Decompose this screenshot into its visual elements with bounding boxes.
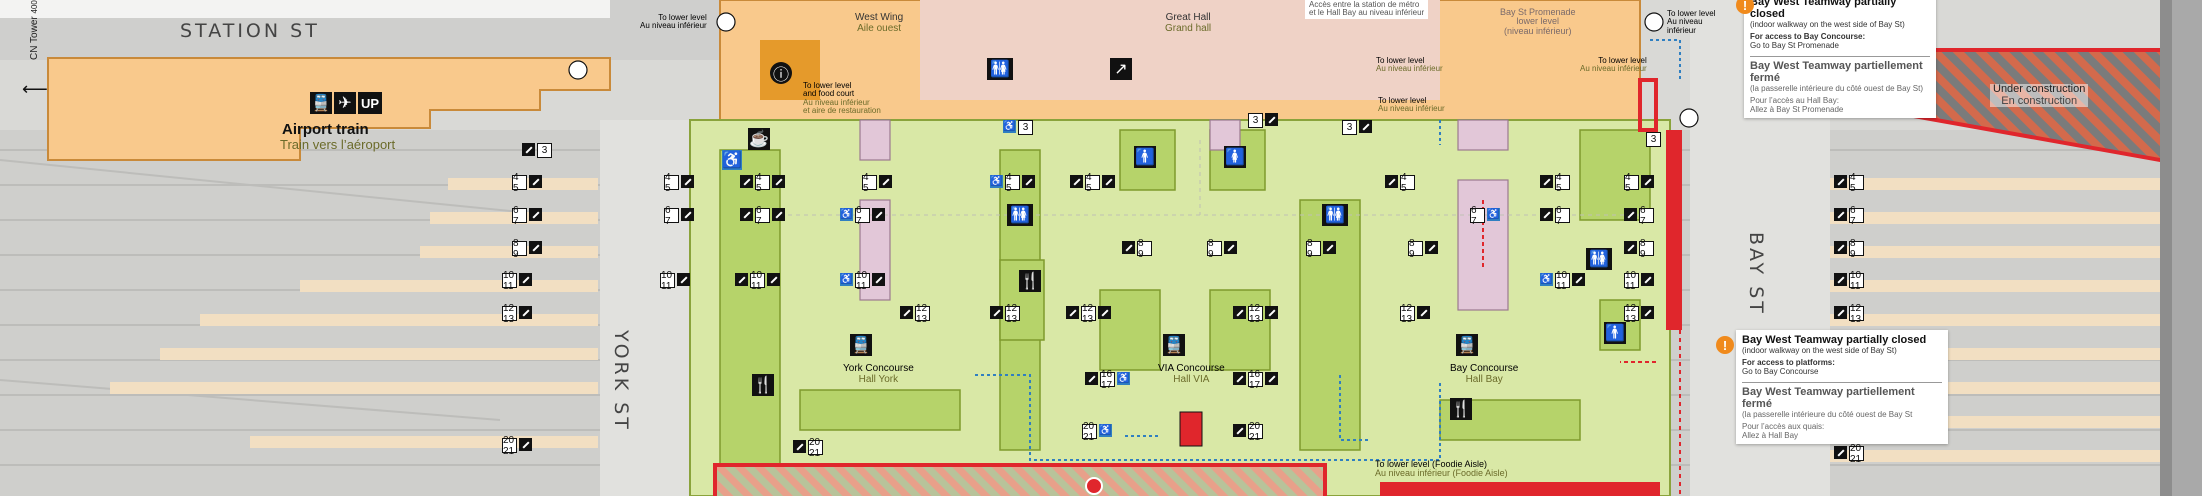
track-pill-10-11: ♿10 11: [840, 270, 885, 292]
track-pill-12-13: 12 13: [990, 303, 1020, 325]
track-pill-8-9: 8 9: [1624, 238, 1654, 260]
track-pill-20-21: 20 21: [793, 437, 823, 459]
airport-train-title: Airport train: [282, 121, 369, 138]
track-pill-16-17: 16 17: [1233, 369, 1278, 391]
bay-street-label: BAY ST: [1745, 232, 1767, 316]
track-pill-4-5: 4 5: [1624, 172, 1654, 194]
track-pill-4-5: 4 5: [862, 172, 892, 194]
notice-teamway-bottom: Bay West Teamway partially closed (indoo…: [1736, 330, 1948, 444]
track-pill-8-9: 8 9: [1207, 238, 1237, 260]
track-pill-20-21: 20 21: [1233, 421, 1263, 443]
track-pill-3: 3: [522, 143, 552, 158]
airport-train-subtitle: Train vers l’aéroport: [280, 137, 396, 152]
track-pill-8-9: 8 9: [1306, 238, 1336, 260]
track-pill-12-13: 12 13: [900, 303, 930, 325]
plane-icon: ✈: [334, 92, 356, 114]
track-pill-6-7: 6 7: [1624, 205, 1654, 227]
track-pill-6-7: 6 7: [740, 205, 785, 227]
track-pill-4-5: 4 5: [1834, 172, 1864, 194]
track-pill-20-21: 20 21: [1834, 443, 1864, 465]
track-pill-4-5: 4 5: [1540, 172, 1570, 194]
track-pill-3: 3: [1646, 132, 1661, 147]
washroom-icon: 🚻: [1586, 248, 1612, 270]
coffee-icon: ☕: [748, 128, 770, 150]
train-icon: 🚆: [1456, 334, 1478, 356]
track-pill-12-13: 12 13: [1233, 303, 1278, 325]
track-pill-3: ♿3: [1003, 120, 1033, 135]
warning-icon: !: [1716, 336, 1734, 354]
track-pill-8-9: 8 9: [1408, 238, 1438, 260]
track-pill-6-7: 6 7: [1834, 205, 1864, 227]
track-pill-4-5: 4 5: [664, 172, 694, 194]
track-pill-20-21: 20 21: [502, 435, 532, 457]
track-pill-10-11: 10 11: [735, 270, 780, 292]
track-pill-10-11: 10 11: [1834, 270, 1864, 292]
track-pill-6-7: 6 7: [664, 205, 694, 227]
up-express-logo: UP: [358, 92, 382, 114]
notice-teamway-top: Bay West Teamway partially closed (indoo…: [1744, 0, 1936, 118]
train-icon: 🚆: [310, 92, 332, 114]
track-pill-8-9: 8 9: [1122, 238, 1152, 260]
info-icon: ⓘ: [770, 62, 792, 84]
track-pill-10-11: 10 11: [1624, 270, 1654, 292]
track-pill-4-5: ♿4 5: [990, 172, 1035, 194]
washroom-icon: 🚹: [1604, 322, 1626, 344]
track-pill-12-13: 12 13: [1400, 303, 1430, 325]
track-pill-3: 3: [1342, 120, 1372, 135]
escalator-icon: ↗: [1110, 58, 1132, 80]
back-arrow-icon[interactable]: ⟵: [22, 79, 48, 99]
track-pill-12-13: 12 13: [1624, 303, 1654, 325]
track-pill-6-7: ♿6 7: [840, 205, 885, 227]
lower-level-foodie: To lower level (Foodie Aisle)Au niveau i…: [1375, 459, 1508, 479]
washroom-icon: 🚻: [1322, 204, 1348, 226]
cn-tower-label: CN Tower 400m: [29, 0, 40, 60]
station-street-label: STATION ST: [180, 20, 320, 42]
track-pill-8-9: 8 9: [1834, 238, 1864, 260]
track-pill-6-7: 6 7♿: [1470, 204, 1500, 227]
washroom-icon: 🚻: [987, 58, 1013, 80]
track-pill-3: 3: [1248, 113, 1278, 128]
track-pill-4-5: 4 5: [1070, 172, 1115, 194]
washroom-icon: 🚻: [1007, 204, 1033, 226]
track-pill-20-21: 20 21♿: [1082, 420, 1112, 443]
washroom-icon: 🚺: [1224, 146, 1246, 168]
accessible-icon: ♿: [722, 150, 742, 170]
restaurant-icon: 🍴: [1019, 270, 1041, 292]
track-pill-12-13: 12 13: [502, 303, 532, 325]
washroom-icon: 🚹: [1134, 146, 1156, 168]
track-pill-10-11: 10 11: [502, 270, 532, 292]
track-pill-12-13: 12 13: [1066, 303, 1111, 325]
track-pill-8-9: 8 9: [512, 238, 542, 260]
restaurant-icon: 🍴: [752, 374, 774, 396]
restaurant-icon: 🍴: [1450, 398, 1472, 420]
track-pill-12-13: 12 13: [1834, 303, 1864, 325]
train-icon: 🚆: [1163, 334, 1185, 356]
train-icon: 🚆: [850, 334, 872, 356]
york-street-label: YORK ST: [610, 330, 632, 432]
track-pill-4-5: 4 5: [512, 172, 542, 194]
track-pill-4-5: 4 5: [1385, 172, 1415, 194]
track-pill-16-17: 16 17♿: [1085, 369, 1130, 391]
track-pill-10-11: ♿10 11: [1540, 270, 1585, 292]
track-pill-6-7: 6 7: [1540, 205, 1570, 227]
track-pill-6-7: 6 7: [512, 205, 542, 227]
track-pill-10-11: 10 11: [660, 270, 690, 292]
warning-icon: !: [1736, 0, 1754, 14]
track-pill-4-5: 4 5: [740, 172, 785, 194]
